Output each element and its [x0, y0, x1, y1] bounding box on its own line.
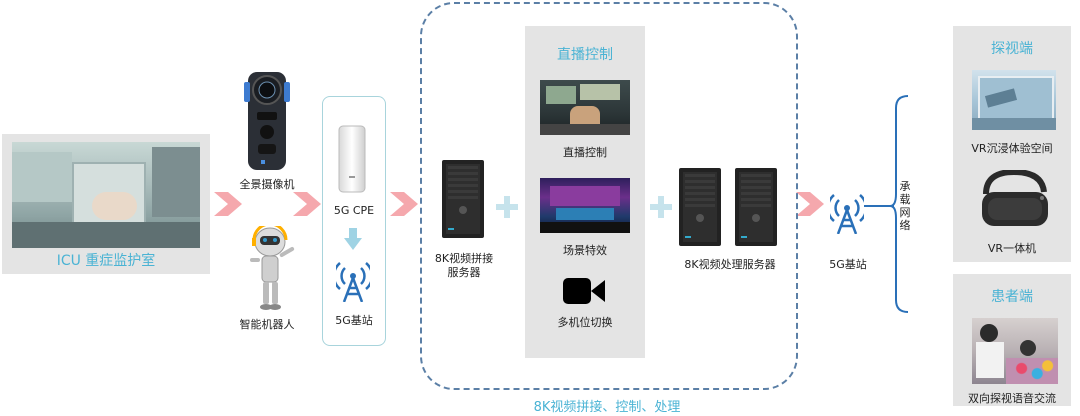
server-right-label: 8K视频处理服务器	[684, 258, 776, 271]
robot-icon	[250, 226, 295, 310]
cpe-label: 5G CPE	[333, 204, 375, 217]
panoramic-camera-icon	[244, 72, 290, 170]
scene-effects-photo	[540, 178, 630, 233]
arrow-down-icon	[344, 228, 362, 250]
visit-panel-title: 探视端	[991, 41, 1033, 57]
server-left-line-1: 8K视频拼接	[434, 252, 494, 265]
server-tower-icon	[735, 168, 777, 246]
base-station-left-label: 5G基站	[335, 314, 373, 327]
base-station-right-label: 5G基站	[829, 258, 867, 271]
base-station-icon	[830, 194, 864, 234]
server-left-label: 8K视频拼接 服务器	[426, 252, 502, 280]
processing-group	[420, 2, 798, 390]
icu-photo	[12, 142, 200, 248]
video-camera-icon	[563, 278, 605, 304]
vr-headset-icon	[982, 170, 1048, 226]
processing-group-label: 8K视频拼接、控制、处理	[533, 400, 681, 415]
arrow-icon	[293, 192, 321, 216]
control-item-3: 多机位切换	[557, 316, 613, 329]
network-char-2: 载	[899, 193, 911, 206]
visit-item-2: VR一体机	[987, 242, 1037, 255]
patient-item-1: 双向探视语音交流	[968, 392, 1056, 405]
server-left-line-2: 服务器	[447, 266, 481, 279]
network-char-4: 络	[899, 219, 911, 232]
arrow-icon	[214, 192, 242, 216]
server-tower-icon	[679, 168, 721, 246]
patient-photo	[972, 318, 1058, 384]
live-control-title: 直播控制	[557, 47, 613, 63]
camera-label: 全景摄像机	[239, 178, 295, 191]
network-char-3: 网	[899, 206, 911, 219]
cpe-router-icon	[338, 125, 366, 193]
server-tower-icon	[442, 160, 484, 238]
network-brace	[864, 95, 909, 313]
plus-icon	[650, 196, 672, 218]
vr-space-photo	[972, 70, 1056, 130]
network-char-1: 承	[899, 180, 911, 193]
icu-panel: ICU 重症监护室	[2, 134, 210, 274]
control-item-1: 直播控制	[563, 146, 607, 159]
base-station-icon	[336, 262, 370, 302]
arrow-icon	[390, 192, 418, 216]
visit-item-1: VR沉浸体验空间	[971, 142, 1053, 155]
control-item-2: 场景特效	[563, 244, 607, 257]
patient-panel-title: 患者端	[991, 289, 1033, 305]
live-control-photo	[540, 80, 630, 135]
robot-label: 智能机器人	[239, 318, 295, 331]
arrow-icon	[796, 192, 824, 216]
icu-title: ICU 重症监护室	[56, 253, 156, 269]
plus-icon	[496, 196, 518, 218]
network-label: 承 载 网 络	[898, 180, 912, 232]
